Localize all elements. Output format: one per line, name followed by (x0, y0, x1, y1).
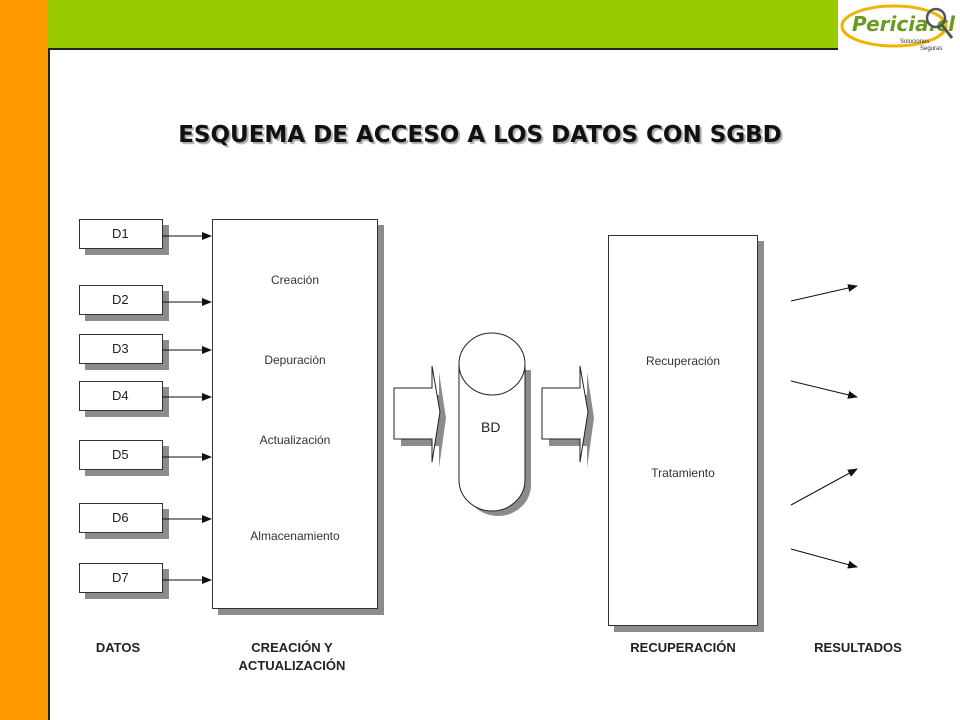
data-box-label: D6 (112, 510, 129, 525)
logo-text: Pericia.cl (852, 12, 956, 36)
top-accent-bar (48, 0, 840, 50)
block-arrow-to-recovery (541, 365, 594, 468)
result-arrow-1 (790, 284, 858, 302)
slide-title: ESQUEMA DE ACCESO A LOS DATOS CON SGBD (178, 122, 782, 148)
result-arrow-3 (790, 468, 858, 506)
caption-datos: DATOS (95, 640, 141, 655)
creation-update-box: Creación Depuración Actualización Almace… (212, 219, 378, 609)
data-box-d1: D1 (79, 219, 163, 249)
result-arrows (790, 284, 858, 569)
data-box-label: D2 (112, 292, 129, 307)
data-box-d2: D2 (79, 285, 163, 315)
recovery-item-recuperacion: Recuperación (645, 354, 721, 368)
logo-graphic: Pericia.cl Soluciones Seguras (840, 4, 956, 52)
database-cylinder (458, 332, 531, 516)
logo-subtext-1: Soluciones (900, 39, 929, 45)
result-arrow-4 (790, 548, 858, 569)
caption-creacion-line1: CREACIÓN Y (251, 640, 333, 655)
recovery-box: Recuperación Tratamiento (608, 235, 758, 626)
data-box-d6: D6 (79, 503, 163, 533)
left-accent-bar (0, 0, 50, 720)
data-input-arrows (162, 232, 212, 584)
caption-recuperacion: RECUPERACIÓN (630, 640, 736, 655)
data-box-label: D1 (112, 226, 129, 241)
data-box-label: D3 (112, 341, 129, 356)
caption-creacion-line2: ACTUALIZACIÓN (238, 658, 346, 673)
data-box-label: D7 (112, 570, 129, 585)
creation-item-almacenamiento: Almacenamiento (250, 529, 340, 543)
data-box-d7: D7 (79, 563, 163, 593)
data-box-label: D5 (112, 447, 129, 462)
data-box-label: D4 (112, 388, 129, 403)
database-label: BD (481, 419, 501, 435)
data-box-d3: D3 (79, 334, 163, 364)
creation-item-depuracion: Depuración (264, 353, 326, 367)
logo-subtext-2: Seguras (920, 46, 942, 52)
creation-item-creacion: Creación (270, 273, 320, 287)
pericia-logo: Pericia.cl Soluciones Seguras (838, 0, 960, 62)
block-arrow-to-bd (393, 365, 446, 468)
recovery-item-tratamiento: Tratamiento (651, 466, 715, 480)
creation-item-actualizacion: Actualización (259, 433, 331, 447)
data-box-d4: D4 (79, 381, 163, 411)
data-box-d5: D5 (79, 440, 163, 470)
result-arrow-2 (790, 380, 858, 399)
caption-resultados: RESULTADOS (814, 640, 902, 655)
magnifier-icon (925, 7, 947, 29)
